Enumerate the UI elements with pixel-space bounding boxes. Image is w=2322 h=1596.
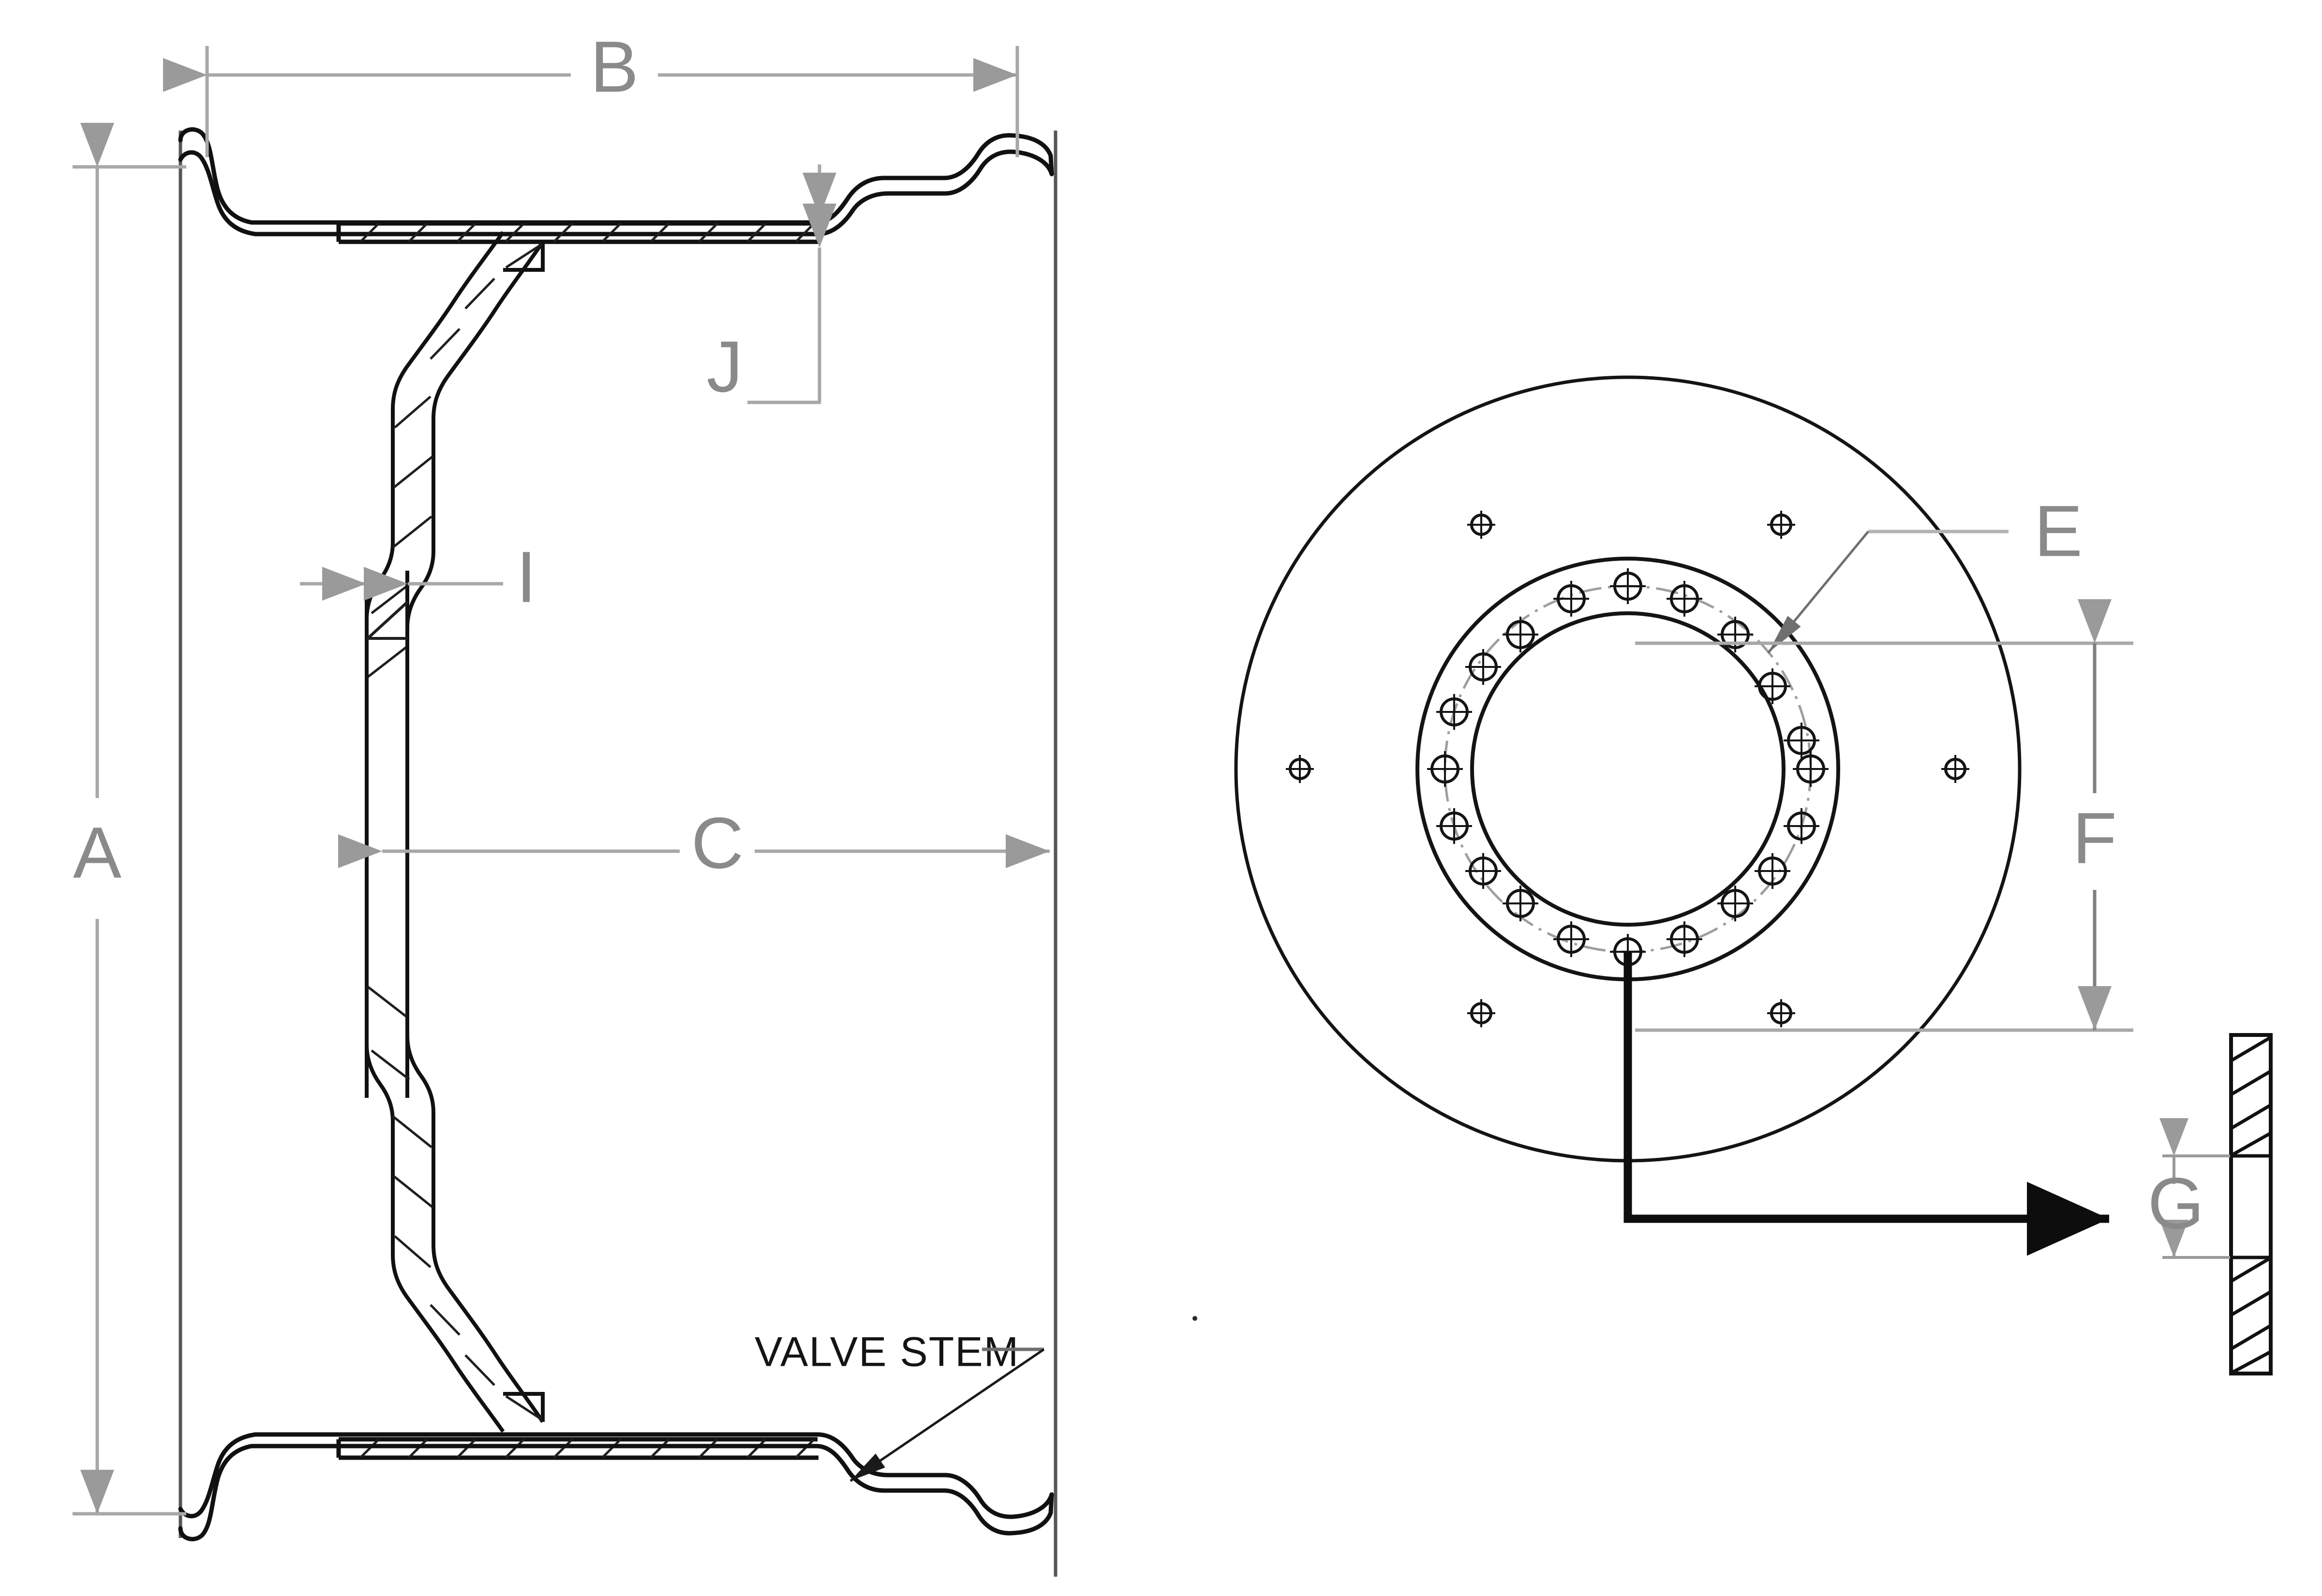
bolt-hole (1427, 751, 1463, 787)
upper-wall-section (365, 231, 545, 687)
g-detail-section-rect (2229, 1033, 2273, 1375)
valve-stem-label: VALVE STEM (755, 1329, 1019, 1375)
outer-hole-group (1286, 511, 1969, 1027)
dimension-e: E (1767, 490, 2083, 654)
bottom-flange-profile (178, 1432, 1054, 1541)
center-bore-circle (1470, 611, 1786, 927)
bolt-hole (1503, 886, 1538, 921)
dimension-a-label: A (73, 812, 121, 893)
dimension-c-label: C (691, 802, 744, 884)
bottom-shelf-hatching (359, 1438, 815, 1459)
bottom-flange-tip (1048, 1494, 1054, 1513)
bolt-hole (1784, 723, 1819, 758)
bolt-hole (1667, 921, 1702, 957)
outer-hole (1941, 755, 1969, 783)
lower-wall-section (365, 972, 545, 1433)
g-detail-leader (1623, 952, 2109, 1256)
dimension-b-label: B (590, 26, 639, 107)
lower-wall-hatching (367, 986, 543, 1421)
bolt-hole-group (1427, 568, 1829, 970)
dimension-f-label: F (2072, 798, 2117, 879)
dimension-c: C (338, 802, 1050, 884)
dimension-j: J (707, 164, 836, 407)
dimension-e-label: E (2034, 490, 2083, 572)
stray-dot-mark (1192, 1316, 1197, 1321)
bolt-hole (1503, 617, 1538, 652)
bolt-hole (1793, 751, 1829, 787)
rim-cross-section-view (178, 127, 1057, 1577)
dimension-f: F (1635, 599, 2133, 1032)
dimension-j-label: J (707, 326, 743, 407)
bolt-hole (1755, 668, 1790, 704)
dimension-b: B (163, 26, 1019, 157)
bottom-bead-seat-shelf (336, 1437, 819, 1460)
bolt-hole (1784, 808, 1819, 844)
top-flange-tip (1048, 155, 1054, 175)
outer-hole (1286, 755, 1314, 783)
bolt-hole (1755, 853, 1790, 889)
outer-hole (1467, 511, 1495, 539)
valve-stem-leader-arrow (849, 1348, 1045, 1482)
bolt-hole (1553, 921, 1589, 957)
bolt-hole (1436, 694, 1472, 730)
dimension-e-leader-arrow (1767, 531, 1869, 654)
upper-wall-hatching (367, 243, 543, 678)
g-thickness-detail: G (1623, 952, 2273, 1375)
bolt-hole (1717, 886, 1753, 921)
top-bead-seat-shelf (336, 221, 819, 244)
bolt-hole (1553, 581, 1589, 617)
bolt-hole (1667, 581, 1702, 617)
g-detail-hatching-bottom (2231, 1256, 2271, 1374)
bolt-circle-centerline (1444, 585, 1812, 953)
dimension-i-label: I (516, 536, 536, 618)
central-wall-ledge (366, 601, 409, 640)
dimension-g-label: G (2148, 1163, 2204, 1244)
valve-stem-note: VALVE STEM (755, 1329, 1045, 1482)
bolt-hole (1717, 617, 1753, 652)
outer-hole (1767, 999, 1795, 1027)
outer-hole (1767, 511, 1795, 539)
outer-hole (1467, 999, 1495, 1027)
bolt-hole (1436, 808, 1472, 844)
bolt-hole (1610, 568, 1646, 604)
dimension-a: A (73, 123, 186, 1516)
bolt-hole (1465, 649, 1501, 685)
bolt-hole (1465, 853, 1501, 889)
top-flange-profile (178, 127, 1054, 236)
dimension-i: I (300, 536, 536, 618)
g-detail-hatching-top (2231, 1036, 2271, 1157)
hub-flange-circle (1415, 557, 1840, 981)
